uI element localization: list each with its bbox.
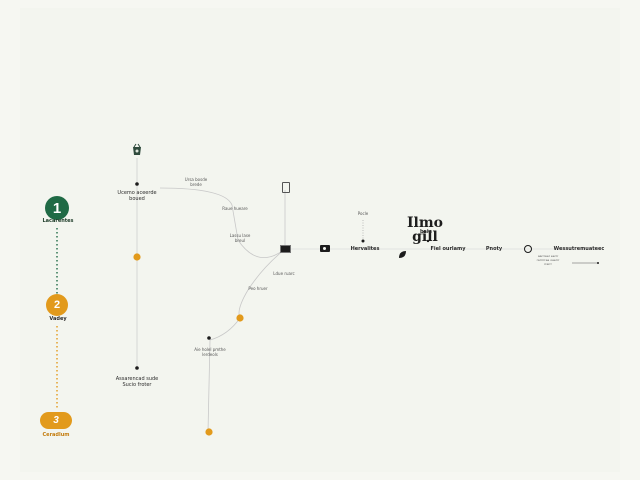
middle-flow-lower <box>207 248 286 433</box>
step-number-1: 1 <box>52 199 62 217</box>
step-label-3: Ceradlum <box>42 432 70 438</box>
step-label-1: Lacarentes <box>42 218 74 224</box>
left-flow-dot-top <box>135 182 139 186</box>
middle-label-b: Raue hueare <box>222 206 248 211</box>
right-flow-subtitle: baie <box>419 229 433 235</box>
step-number-3: 3 <box>53 415 59 426</box>
basket-icon <box>131 141 143 155</box>
right-node-1: Hervalites <box>350 246 380 252</box>
right-flow-dot <box>361 239 365 243</box>
middle-label-d: Ldue ruarc <box>273 271 295 276</box>
bottle-icon <box>282 182 290 193</box>
middle-label-f: Aie holel pmthe lerdeols <box>194 347 226 357</box>
right-flow-note: aarrreer eerrr rarrrrree oeerrr rrerrr <box>536 254 560 266</box>
right-node-3: Pnoty <box>485 246 503 252</box>
step-badge-2: 2 <box>46 294 68 316</box>
middle-flow-dot-amber-1 <box>236 314 244 322</box>
middle-label-c: Lassu lase breul <box>229 233 251 243</box>
left-flow-bottom-label: Assarencad sude Sucio froter <box>115 376 159 388</box>
middle-flow-dot-amber-2 <box>205 428 213 436</box>
camera-icon <box>320 245 330 252</box>
leaf-icon <box>398 244 407 258</box>
right-flow-note-dot <box>597 262 599 264</box>
right-node-2: Fiel ourlamy <box>430 246 466 252</box>
left-flow-dot-amber <box>133 253 141 261</box>
step-label-2: Vadey <box>49 316 67 322</box>
middle-flow-dot-ink <box>207 336 211 340</box>
step-badge-1: 1 <box>45 196 69 220</box>
middle-flow-curve <box>159 187 286 258</box>
right-flow-dot-2 <box>426 239 430 243</box>
middle-label-a: Ursa bosde brede <box>184 177 208 187</box>
left-flow-dot-bottom <box>135 366 139 370</box>
middle-label-e: Peo hruer <box>248 286 268 291</box>
right-flow-top-label: Pocle <box>357 211 369 216</box>
step-badge-3: 3 <box>40 412 72 429</box>
right-node-4: Wessutremuateec <box>553 246 605 252</box>
box-icon <box>280 245 291 253</box>
left-flow-top-label: Ucemo aceerde boued <box>117 190 157 202</box>
right-flow-title: Ilmo gill <box>406 215 444 245</box>
step-number-2: 2 <box>53 299 61 311</box>
diagram-canvas <box>20 8 620 472</box>
cycle-icon <box>524 245 532 253</box>
